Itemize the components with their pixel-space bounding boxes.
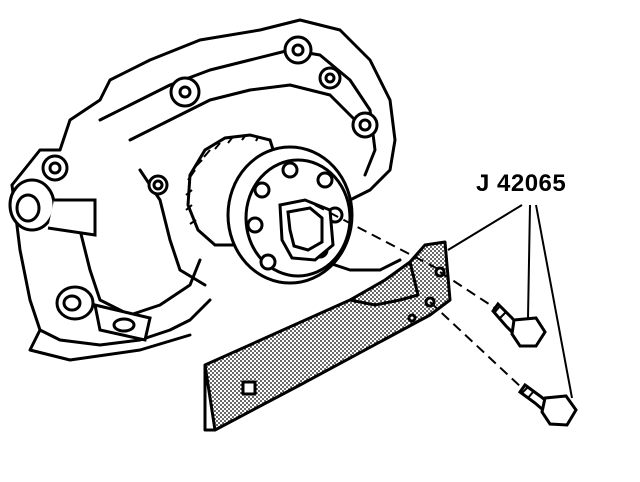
left-stud — [8, 178, 97, 237]
callout-leaders — [447, 204, 573, 399]
bolt-upper — [491, 301, 547, 348]
crank-hub — [226, 145, 354, 285]
bolt-lower — [517, 382, 578, 427]
engine-block — [10, 18, 402, 362]
holding-tool — [203, 240, 452, 432]
alignment-lines — [314, 204, 523, 389]
tool-number-label: J 42065 — [476, 170, 567, 197]
lower-mount — [55, 285, 152, 342]
block-bosses — [41, 35, 379, 196]
